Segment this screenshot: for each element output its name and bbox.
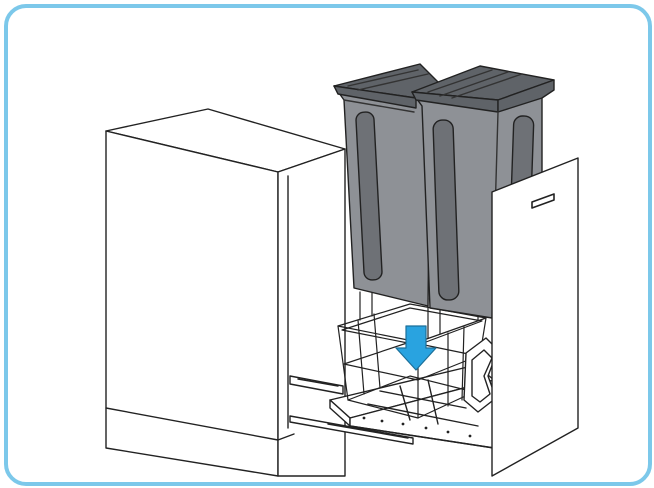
door-handle-icon [531,193,555,209]
drawer-slide-icon [289,375,414,445]
end-bracket [463,337,499,413]
down-arrow-icon [395,325,437,371]
cabinet-icon [105,108,346,477]
illustration-frame [4,4,652,486]
instruction-illustration [105,63,579,477]
cabinet-door [491,157,579,477]
waste-bin-icon [333,63,441,307]
